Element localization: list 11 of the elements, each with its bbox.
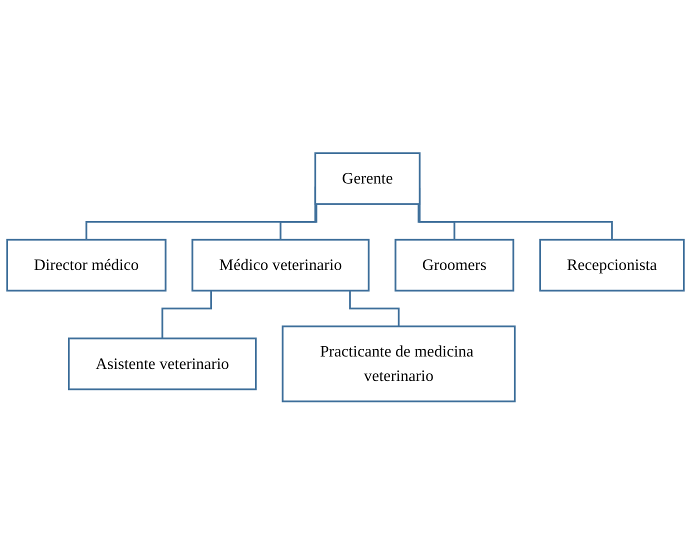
node-box: Recepcionista (539, 238, 685, 292)
node-box: Practicante de medicina veterinario (282, 325, 516, 402)
connector (418, 204, 456, 240)
connector (161, 290, 212, 340)
node-box: Asistente veterinario (68, 337, 257, 390)
connector (349, 290, 400, 327)
node-box: Médico veterinario (192, 238, 370, 292)
node-box: Gerente (314, 152, 421, 205)
node-box: Groomers (394, 238, 514, 292)
connector (280, 204, 318, 240)
node-box: Director médico (6, 238, 166, 292)
